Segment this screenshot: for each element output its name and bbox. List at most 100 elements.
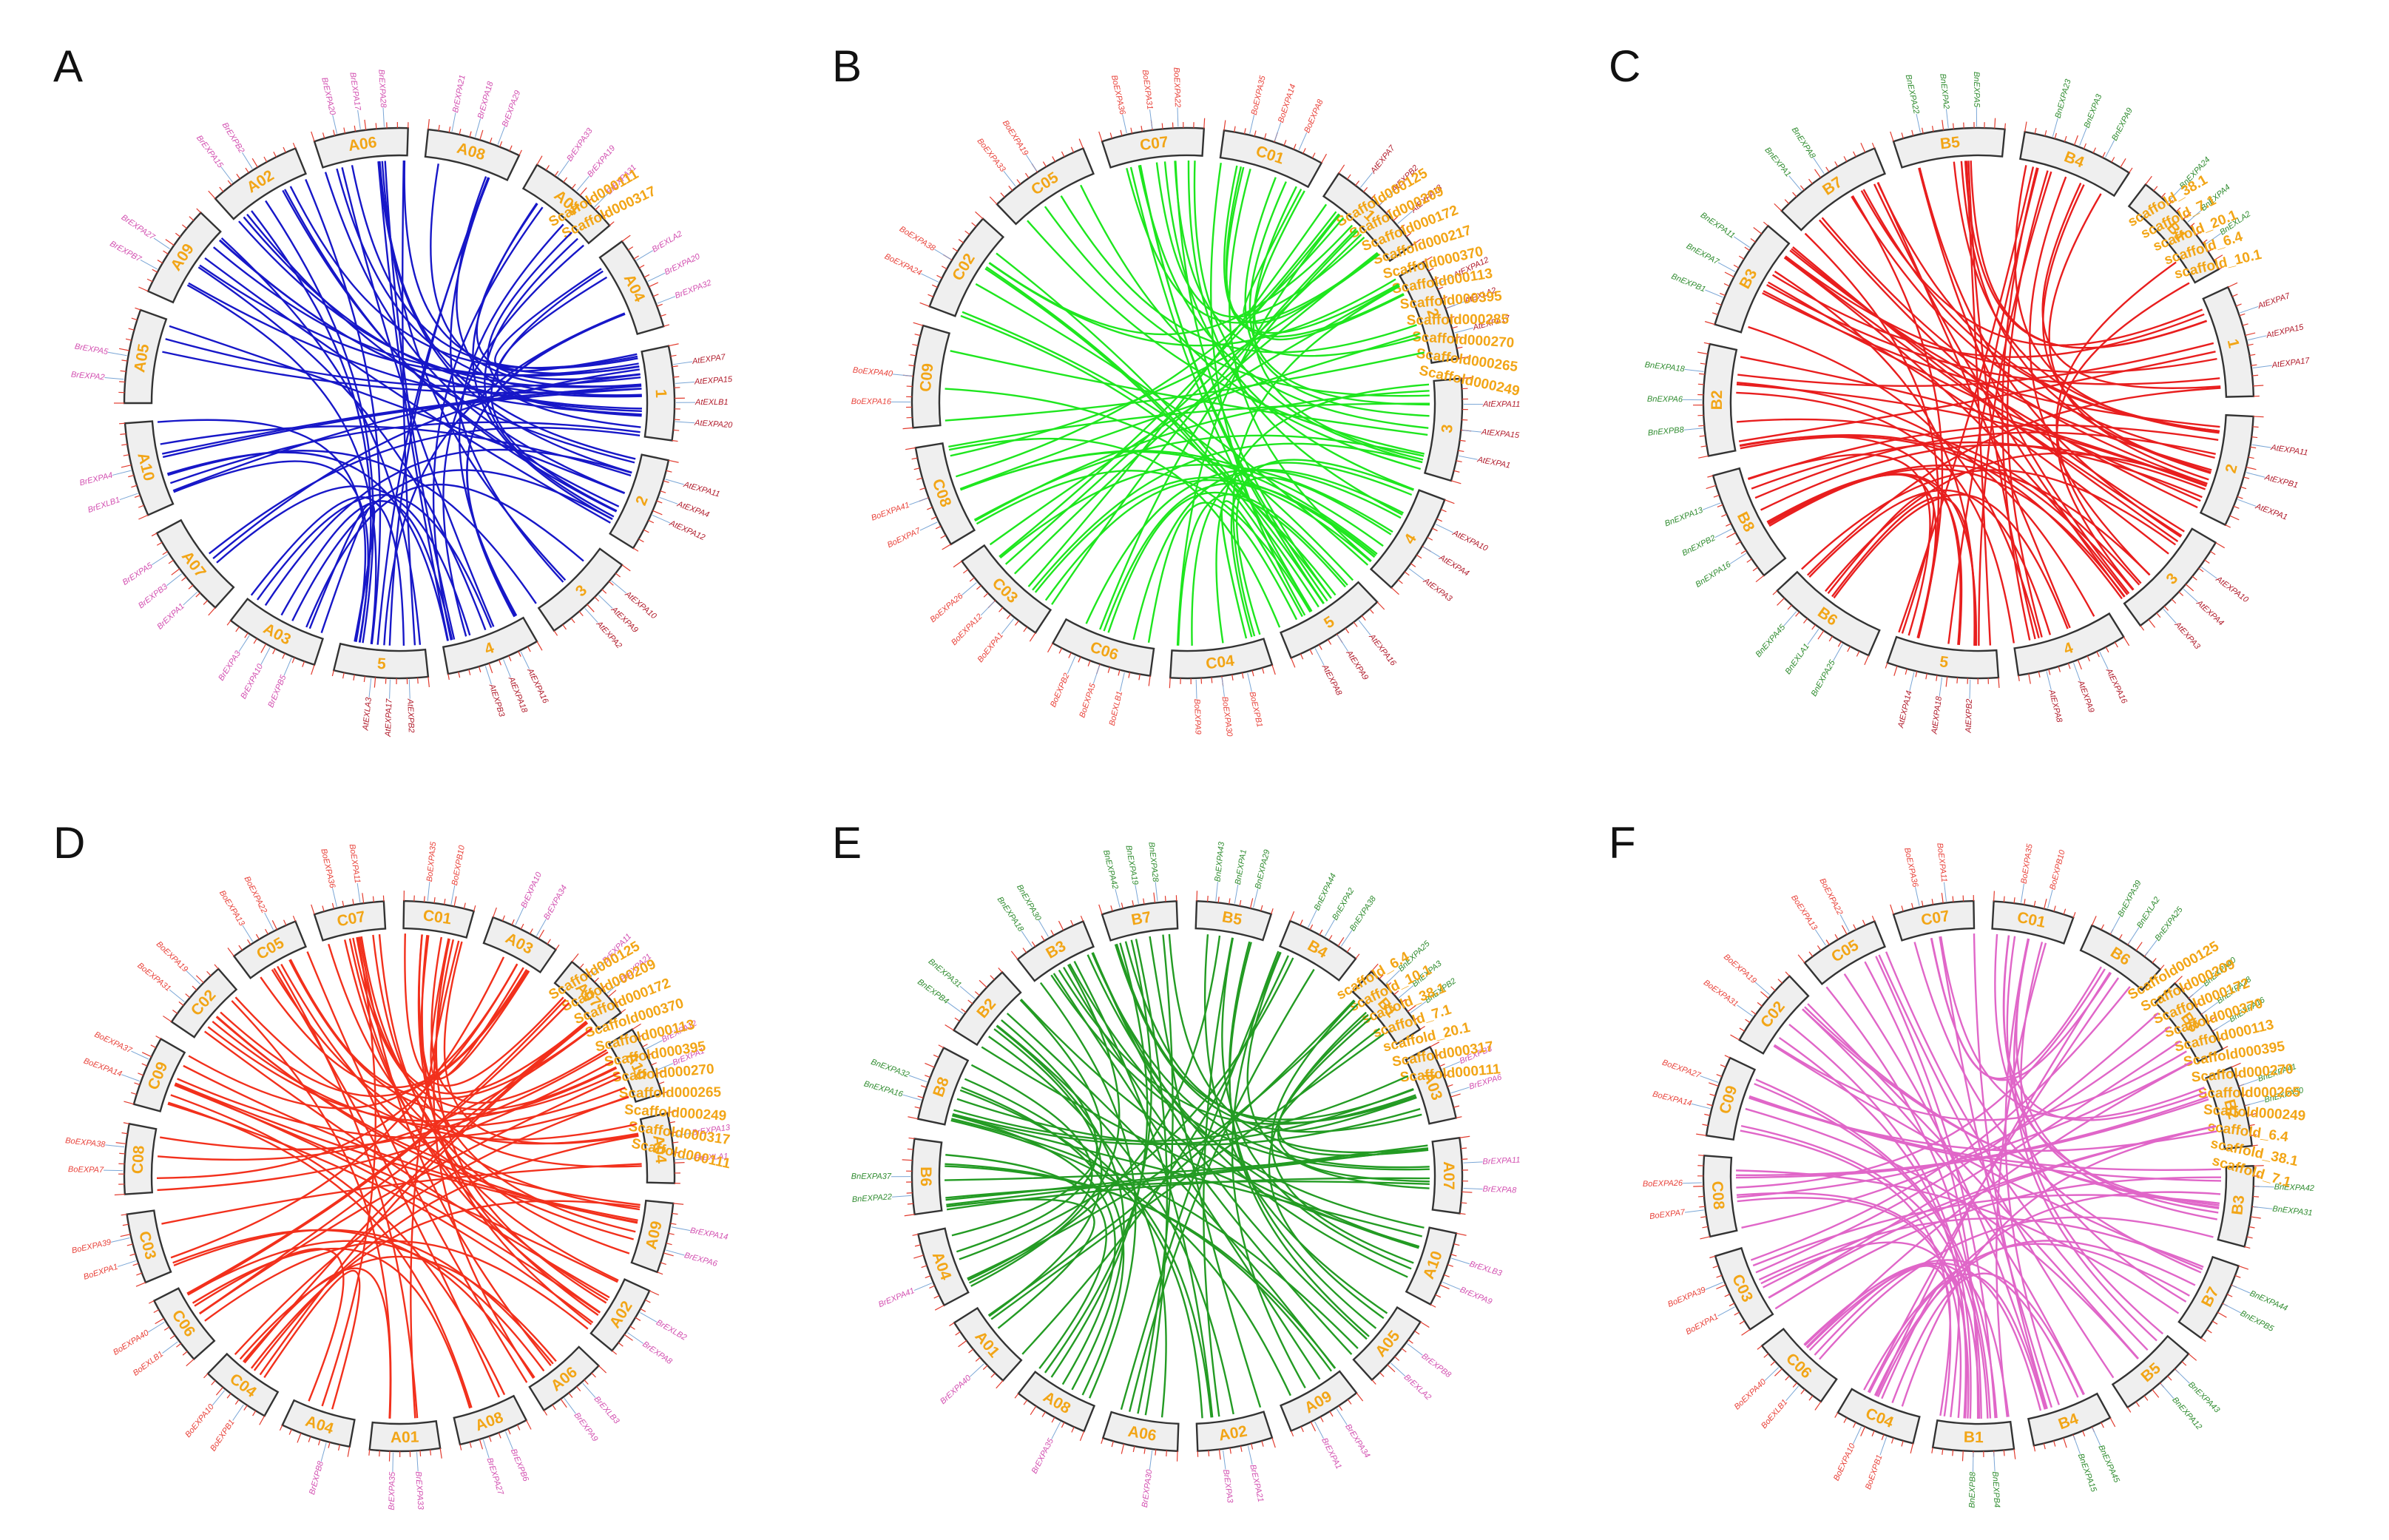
gene-leader-line bbox=[2110, 916, 2121, 933]
axis-tick bbox=[342, 900, 345, 907]
axis-tick bbox=[562, 624, 567, 630]
axis-tick bbox=[447, 674, 450, 680]
gene-label: AtEXPB3 bbox=[487, 682, 506, 718]
gene-leader-line bbox=[1764, 1367, 1780, 1381]
axis-tick bbox=[674, 1162, 685, 1164]
gene-leader-line bbox=[2254, 1186, 2274, 1188]
axis-tick bbox=[1925, 673, 1927, 680]
synteny-link bbox=[1885, 951, 2149, 1351]
axis-tick bbox=[208, 190, 216, 199]
axis-tick bbox=[2135, 1401, 2140, 1407]
gene-label: BrEXPA32 bbox=[674, 278, 713, 300]
axis-tick bbox=[969, 577, 975, 582]
gene-leader-line bbox=[564, 1397, 576, 1414]
axis-tick bbox=[162, 550, 168, 555]
gene-leader-line bbox=[913, 1283, 933, 1291]
axis-tick bbox=[1329, 1411, 1334, 1417]
axis-tick bbox=[1715, 302, 1722, 305]
axis-tick bbox=[1693, 1186, 1704, 1187]
axis-tick bbox=[1098, 904, 1103, 915]
gene-leader-line bbox=[1943, 882, 1947, 902]
axis-tick bbox=[1459, 439, 1466, 442]
axis-tick bbox=[245, 167, 249, 174]
synteny-link bbox=[985, 266, 1319, 608]
synteny-link bbox=[959, 957, 1294, 1260]
synteny-link bbox=[243, 1021, 587, 1364]
gene-label: BoEXPA1 bbox=[976, 631, 1005, 664]
axis-tick bbox=[1218, 1449, 1221, 1460]
axis-tick bbox=[2248, 1226, 2255, 1229]
synteny-link bbox=[951, 999, 1103, 1237]
chromosome-segment bbox=[1712, 467, 1787, 577]
axis-tick bbox=[921, 1085, 927, 1088]
axis-tick bbox=[203, 600, 209, 605]
gene-label: AtEXPA7 bbox=[691, 353, 726, 366]
axis-tick bbox=[2167, 1375, 2172, 1381]
axis-tick bbox=[2237, 496, 2243, 499]
axis-tick bbox=[1696, 1133, 1707, 1136]
axis-tick bbox=[668, 1232, 675, 1235]
axis-tick bbox=[914, 1244, 921, 1247]
gene-leader-line bbox=[576, 175, 589, 192]
chromosome-segment bbox=[639, 1112, 676, 1184]
axis-tick bbox=[192, 985, 197, 990]
chromosome-label: 5 bbox=[1939, 653, 1950, 671]
axis-tick bbox=[2101, 924, 2104, 931]
axis-tick bbox=[122, 1223, 129, 1226]
synteny-link bbox=[2055, 261, 2177, 584]
axis-tick bbox=[1061, 1422, 1065, 1428]
axis-tick bbox=[1379, 974, 1384, 979]
synteny-link bbox=[458, 223, 564, 616]
axis-tick bbox=[1450, 1093, 1461, 1098]
axis-tick bbox=[594, 977, 599, 983]
synteny-link bbox=[174, 1084, 618, 1283]
axis-tick bbox=[155, 1036, 161, 1040]
gene-label: BoEXPA7 bbox=[68, 1165, 104, 1175]
synteny-link bbox=[442, 244, 584, 637]
axis-tick bbox=[1432, 527, 1438, 532]
gene-leader-line bbox=[2251, 444, 2271, 448]
axis-tick bbox=[498, 1432, 501, 1439]
synteny-link bbox=[435, 938, 607, 1304]
gene-leader-line bbox=[675, 421, 695, 424]
gene-label: BrEXLA1 bbox=[695, 1152, 729, 1163]
axis-tick bbox=[2175, 976, 2183, 984]
gene-leader-line bbox=[2163, 608, 2177, 624]
axis-tick bbox=[1143, 1448, 1146, 1454]
axis-tick bbox=[1735, 541, 1741, 545]
gene-leader-line bbox=[497, 126, 505, 145]
axis-tick bbox=[453, 896, 457, 907]
axis-tick bbox=[130, 1092, 137, 1095]
axis-tick bbox=[1712, 1265, 1719, 1269]
gene-leader-line bbox=[2079, 127, 2087, 146]
gene-label: AtEXPA11 bbox=[2270, 443, 2309, 458]
gene-leader-line bbox=[606, 980, 622, 994]
axis-tick bbox=[1427, 536, 1433, 541]
axis-tick bbox=[655, 1070, 665, 1075]
axis-tick bbox=[666, 470, 672, 473]
gene-label: AtEXLB1 bbox=[695, 398, 729, 407]
axis-tick bbox=[1834, 1412, 1839, 1418]
gene-label: AtEXPA2 bbox=[594, 619, 624, 650]
axis-tick bbox=[663, 480, 669, 483]
gene-label: BoEXPA22 bbox=[1817, 877, 1844, 917]
axis-tick bbox=[1283, 140, 1287, 146]
synteny-link bbox=[1277, 1013, 1430, 1183]
synteny-link bbox=[1107, 491, 1346, 633]
axis-tick bbox=[124, 1101, 135, 1105]
axis-tick bbox=[670, 354, 677, 357]
axis-tick bbox=[151, 533, 158, 537]
gene-label: BrEXPA35 bbox=[388, 1471, 397, 1510]
gene-label: BnEXPA45 bbox=[1754, 623, 1788, 659]
axis-tick bbox=[1911, 129, 1914, 136]
synteny-link bbox=[1139, 164, 1325, 604]
gene-label: BnEXPA38 bbox=[1348, 894, 1379, 933]
synteny-link bbox=[1114, 944, 1422, 1133]
axis-tick bbox=[1456, 460, 1462, 463]
axis-tick bbox=[155, 1317, 164, 1325]
axis-tick bbox=[2239, 313, 2246, 317]
gene-label: BrEXPA2 bbox=[70, 371, 105, 382]
gene-label: BrEXLA2 bbox=[1402, 1373, 1433, 1402]
